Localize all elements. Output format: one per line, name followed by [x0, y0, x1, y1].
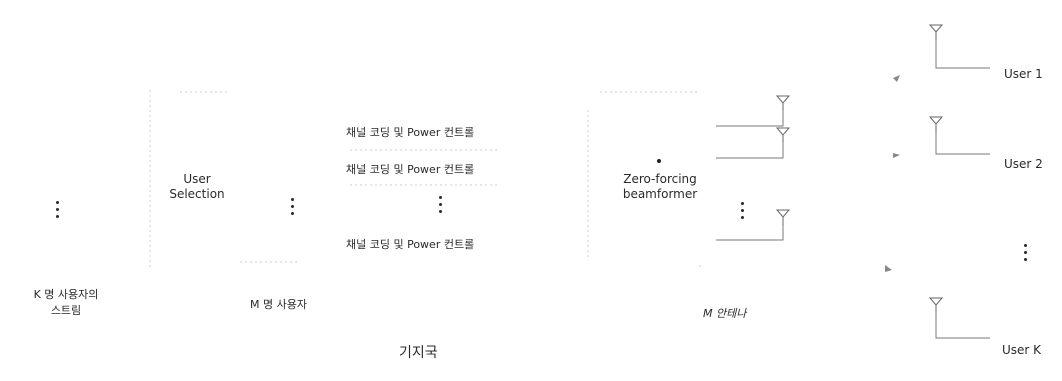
- channel-coding-power-control-3: 채널 코딩 및 Power 컨트롤: [346, 238, 475, 251]
- beamformer-line1: Zero-forcing: [623, 172, 697, 186]
- users-ellipsis: [1024, 244, 1028, 265]
- m-users-ellipsis: [291, 198, 295, 219]
- k-users-ellipsis: [56, 201, 60, 222]
- user-1-label: User 1: [1004, 67, 1043, 81]
- antennas-ellipsis: [741, 202, 745, 223]
- channel-coding-power-control-2: 채널 코딩 및 Power 컨트롤: [346, 163, 475, 176]
- user-2-label: User 2: [1004, 157, 1043, 171]
- user-selection-line1: User: [183, 172, 211, 186]
- beamformer-line2: beamformer: [622, 187, 698, 201]
- channel-rows-ellipsis: [439, 196, 443, 217]
- user-k-label: User K: [1002, 343, 1042, 357]
- m-users-label: M 명 사용자: [250, 298, 307, 311]
- user-selection-label: User Selection: [158, 172, 236, 202]
- k-users-stream-line1: K 명 사용자의: [33, 288, 99, 301]
- k-users-stream-label: K 명 사용자의 스트림: [22, 287, 110, 319]
- zero-forcing-beamformer-label: Zero-forcing beamformer: [606, 172, 714, 202]
- antenna-icon: [928, 116, 944, 132]
- base-station-label: 기지국: [399, 345, 438, 361]
- antenna-icon: [775, 127, 791, 143]
- antenna-icon: [775, 209, 791, 225]
- k-users-stream-line2: 스트림: [50, 304, 82, 317]
- user-selection-line2: Selection: [169, 187, 225, 201]
- channel-coding-power-control-1: 채널 코딩 및 Power 컨트롤: [346, 126, 475, 139]
- antenna-icon: [928, 24, 944, 40]
- antenna-icon: [928, 297, 944, 313]
- beamformer-dot: [657, 159, 661, 163]
- m-antennas-label: M 안테나: [703, 307, 747, 320]
- antenna-icon: [775, 95, 791, 111]
